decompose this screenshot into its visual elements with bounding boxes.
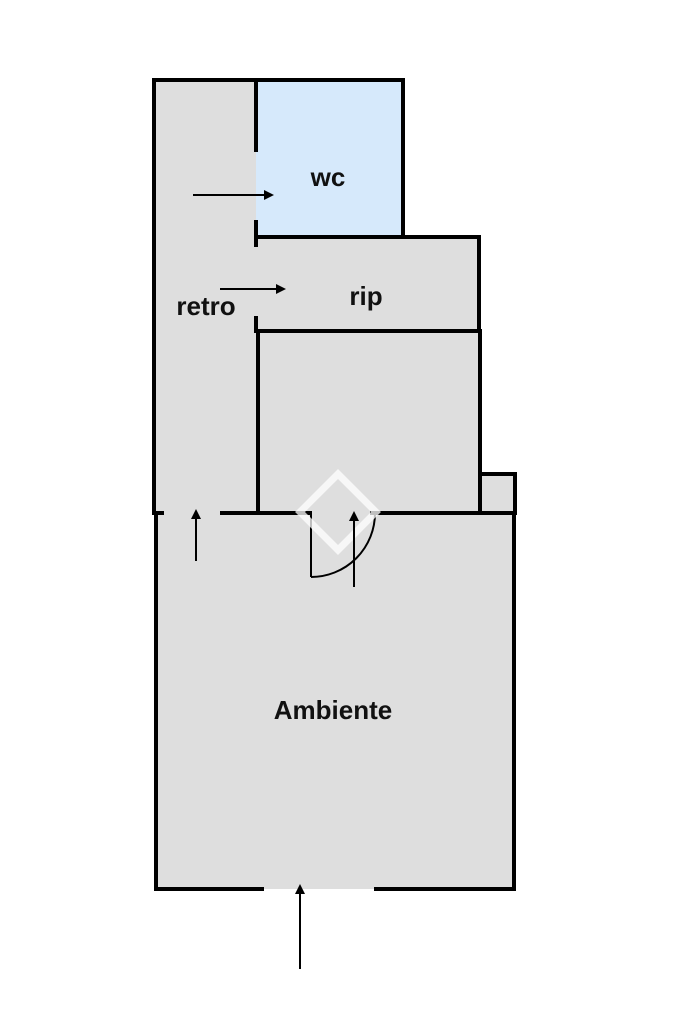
walls xyxy=(152,78,517,891)
arrows xyxy=(191,190,359,969)
rip-label: rip xyxy=(349,281,382,311)
wc-room xyxy=(256,80,403,237)
wc-label: wc xyxy=(310,162,346,192)
house-watermark-icon xyxy=(295,469,381,555)
retro-label: retro xyxy=(176,291,235,321)
rip-room xyxy=(256,237,479,331)
small-closet xyxy=(481,474,515,513)
retro-room xyxy=(154,80,256,513)
ambiente-room xyxy=(156,513,514,889)
ambiente-label: Ambiente xyxy=(274,695,392,725)
store-room xyxy=(258,331,480,513)
